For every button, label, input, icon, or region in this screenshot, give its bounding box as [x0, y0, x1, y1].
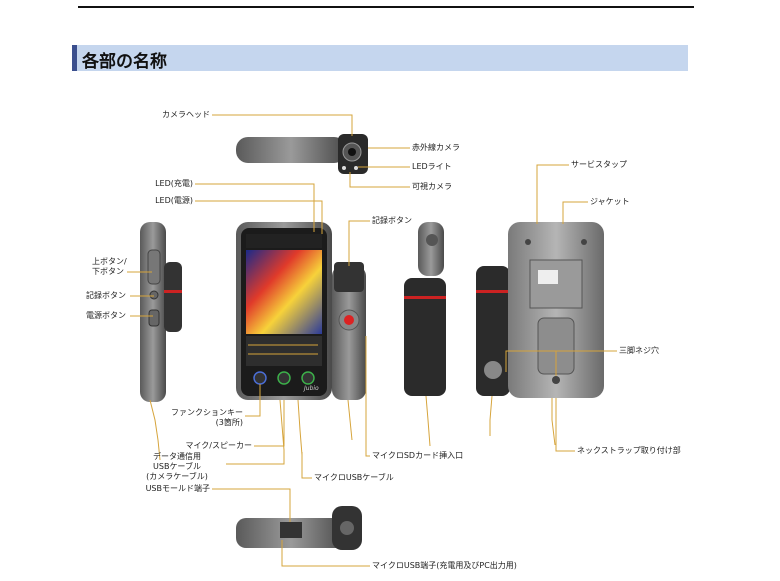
- top-rule: [78, 6, 694, 8]
- side-view-right: [404, 222, 446, 447]
- label-service-strap: サービスタップ: [571, 160, 627, 169]
- label-micro-usb-terminal: マイクロUSB端子(充電用及びPC出力用): [372, 561, 517, 570]
- back-view: [476, 222, 604, 446]
- label-visible-camera: 可視カメラ: [412, 182, 452, 191]
- label-record-button-top: 記録ボタン: [372, 216, 412, 225]
- section-header: 各部の名称: [72, 45, 688, 72]
- label-tripod-hole: 三脚ネジ穴: [619, 346, 659, 355]
- device-brand-logo: Jubio: [304, 385, 319, 392]
- label-power-button: 電源ボタン: [86, 311, 126, 320]
- front-view: [236, 222, 332, 456]
- label-camera-head: カメラヘッド: [162, 110, 210, 119]
- label-led-power: LED(電源): [155, 196, 193, 205]
- label-usb-mode-terminal: USBモールド端子: [145, 484, 210, 493]
- label-ir-camera: 赤外線カメラ: [412, 143, 460, 152]
- handle-view: [332, 262, 366, 441]
- label-mic-speaker: マイク/スピーカー: [185, 441, 252, 450]
- section-title: 各部の名称: [82, 52, 167, 72]
- label-micro-sd: マイクロSDカード挿入口: [372, 451, 464, 460]
- header-accent-bar: [72, 45, 77, 71]
- label-up-down-button: 上ボタン/ 下ボタン: [92, 257, 127, 276]
- label-led-charge: LED(充電): [155, 179, 193, 188]
- label-led-light: LEDライト: [412, 162, 452, 171]
- camera-head-illustration: [236, 134, 368, 174]
- label-function-key: ファンクションキー (3箇所): [171, 408, 243, 427]
- leader-lines: [127, 114, 617, 567]
- label-micro-usb-cable: マイクロUSBケーブル: [314, 473, 394, 482]
- bottom-view: [236, 506, 362, 550]
- side-view-left: [140, 222, 182, 461]
- label-neck-strap: ネックストラップ取り付け部: [577, 446, 681, 455]
- label-data-usb-cable: データ通信用 USBケーブル (カメラケーブル): [146, 452, 208, 481]
- label-record-button-side: 記録ボタン: [86, 291, 126, 300]
- label-jacket: ジャケット: [590, 197, 630, 206]
